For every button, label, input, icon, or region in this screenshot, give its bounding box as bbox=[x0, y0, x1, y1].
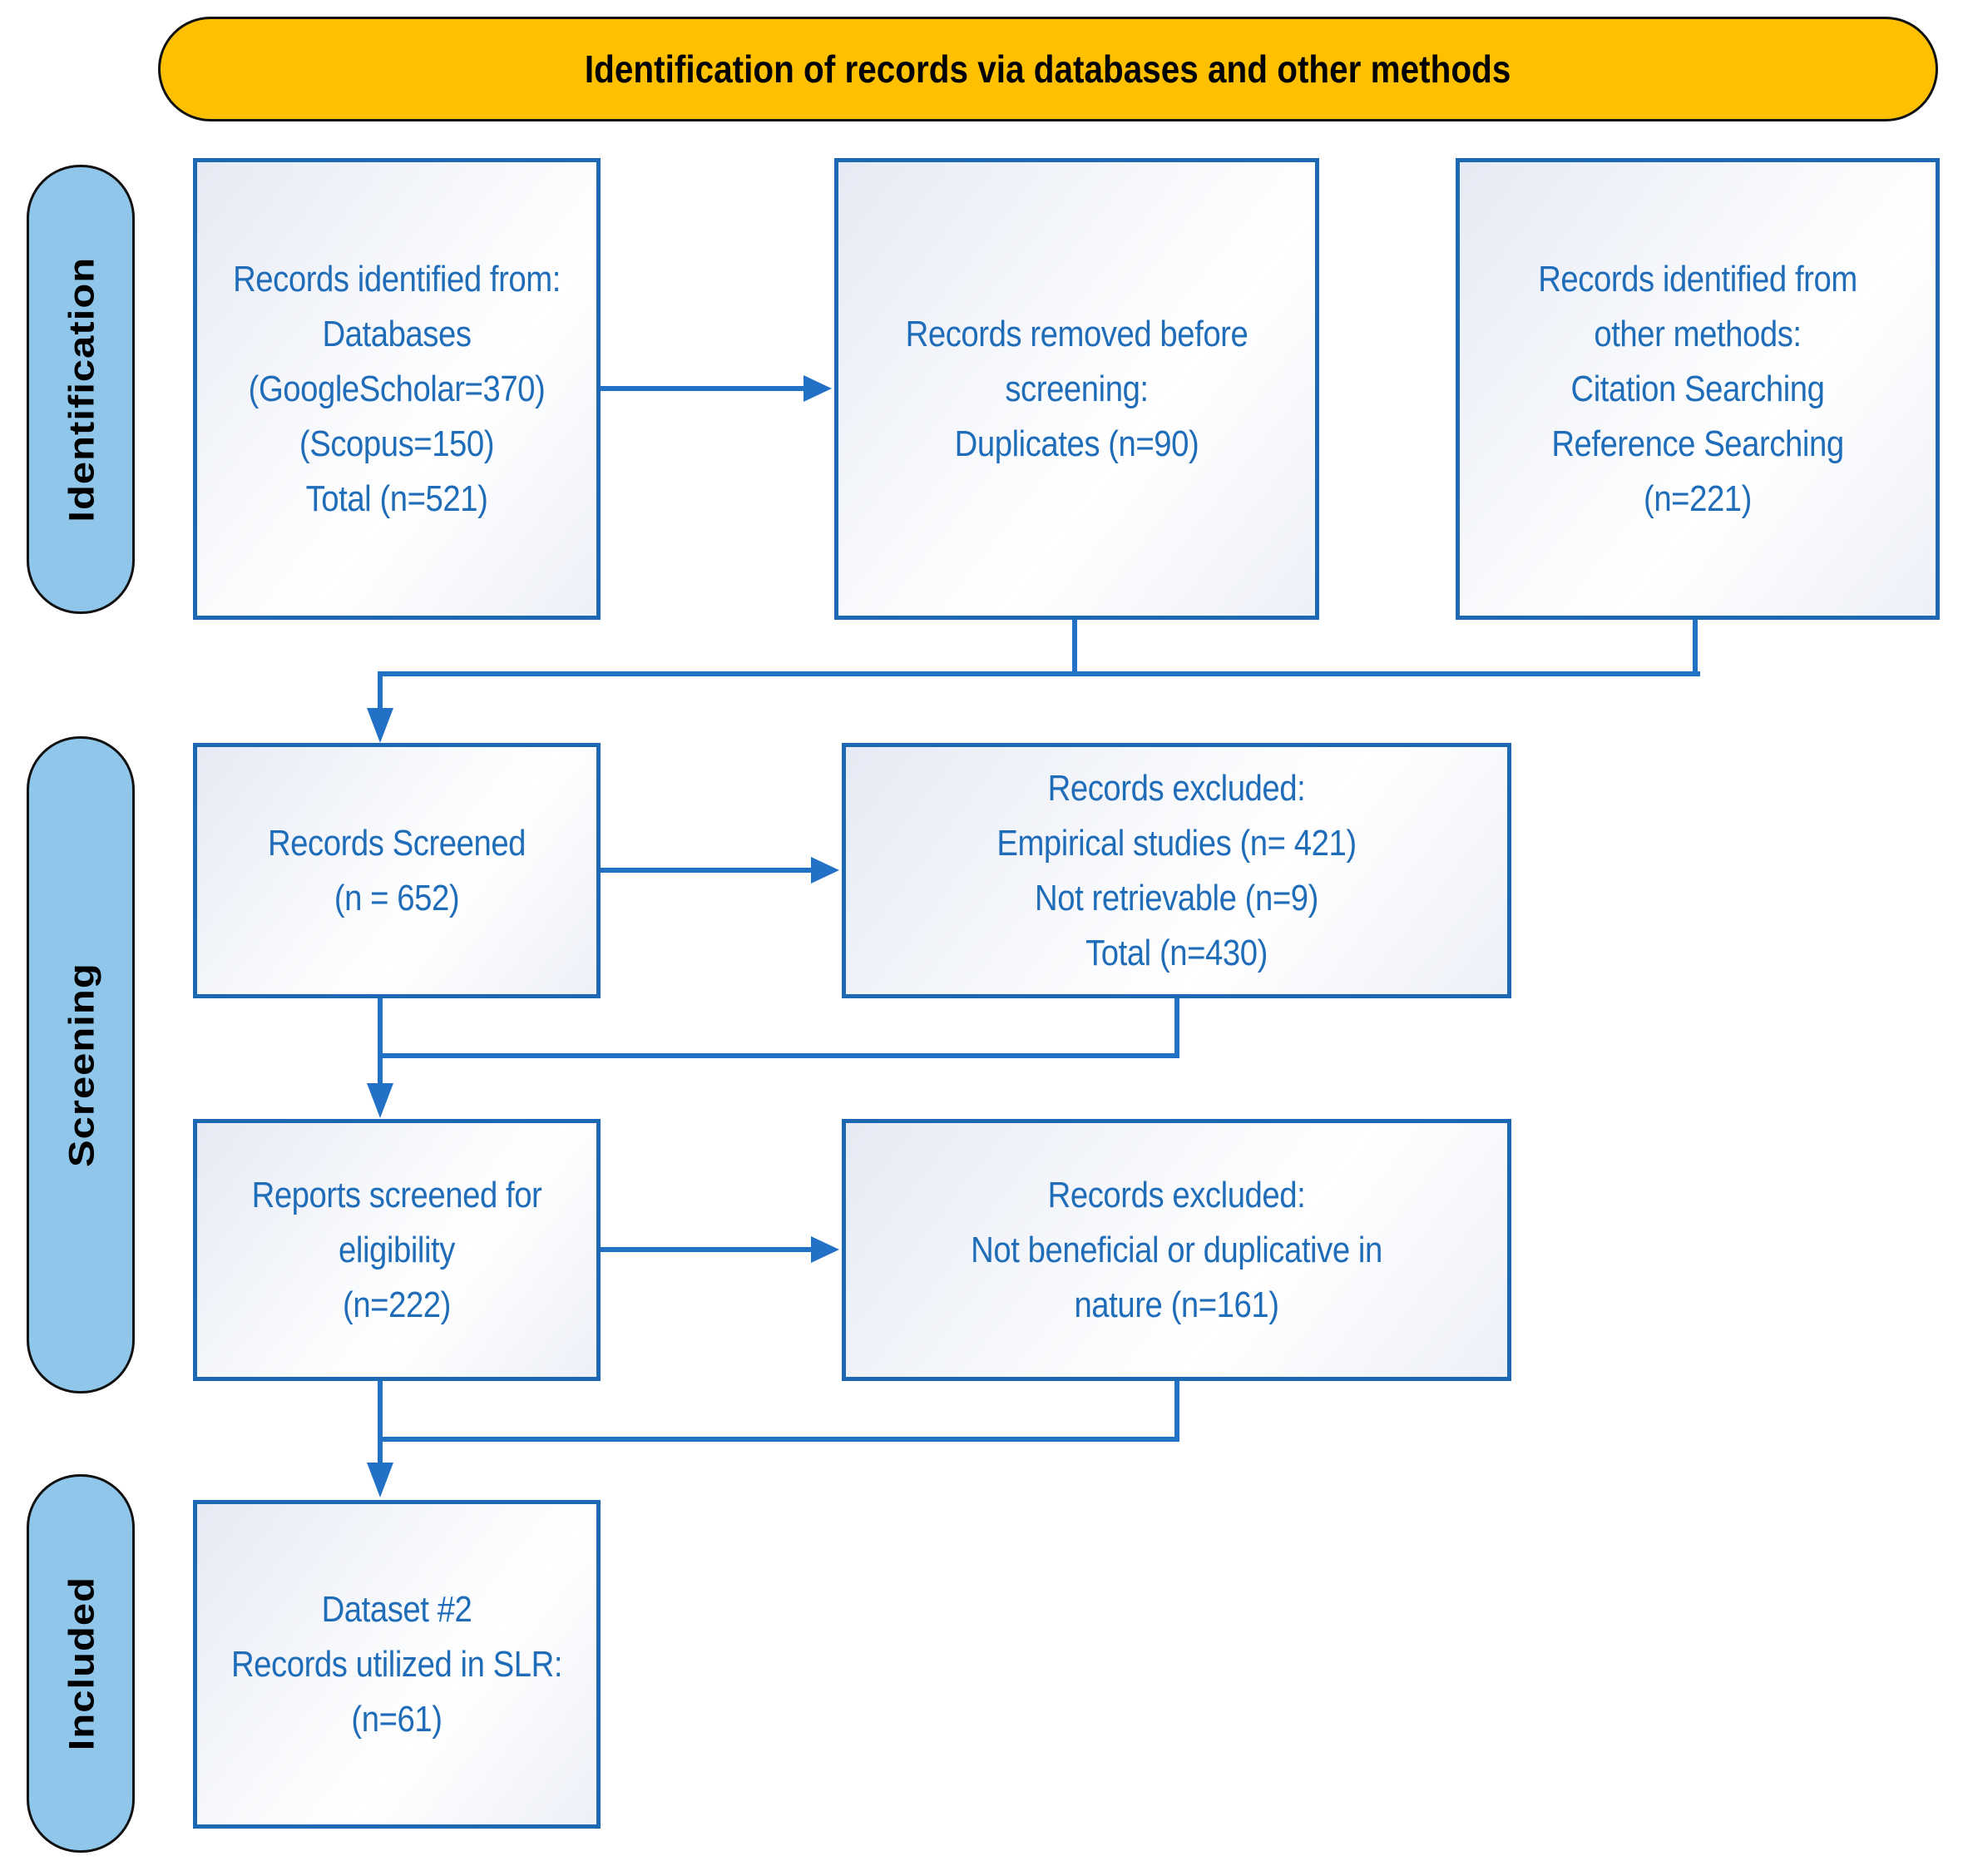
connector-excluded1-elbow-horizontal bbox=[380, 1053, 1177, 1058]
box-text: Reports screened for eligibility (n=222) bbox=[223, 1168, 571, 1333]
text-line: Reports screened for bbox=[251, 1174, 542, 1215]
stage-identification-label: Identification bbox=[61, 256, 101, 522]
connector-merge-to-screened-line bbox=[378, 671, 383, 710]
text-line: Not retrievable (n=9) bbox=[1035, 877, 1318, 918]
connector-excluded1-elbow-vertical bbox=[1174, 998, 1179, 1058]
text-line: Records identified from: bbox=[233, 258, 561, 299]
box-reports-screened-eligibility: Reports screened for eligibility (n=222) bbox=[193, 1119, 601, 1381]
connector-screened-to-excluded-line bbox=[601, 868, 813, 873]
text-line: Records identified from bbox=[1538, 258, 1857, 299]
text-line: Records Screened bbox=[267, 822, 527, 864]
box-dataset-included: Dataset #2 Records utilized in SLR: (n=6… bbox=[193, 1500, 601, 1829]
box-text: Records identified from other methods: C… bbox=[1491, 252, 1905, 527]
text-line: (GoogleScholar=370) bbox=[248, 368, 546, 409]
stage-screening: Screening bbox=[27, 736, 135, 1393]
box-records-identified-databases: Records identified from: Databases (Goog… bbox=[193, 158, 601, 620]
box-records-excluded-eligibility: Records excluded: Not beneficial or dupl… bbox=[842, 1119, 1511, 1381]
box-records-excluded-screening: Records excluded: Empirical studies (n= … bbox=[842, 743, 1511, 998]
text-line: screening: bbox=[1005, 368, 1149, 409]
box-records-screened: Records Screened (n = 652) bbox=[193, 743, 601, 998]
box-records-removed-before-screening: Records removed before screening: Duplic… bbox=[834, 158, 1319, 620]
stage-included-label: Included bbox=[61, 1576, 101, 1751]
connector-db-to-removed-arrowhead bbox=[803, 375, 832, 402]
connector-reports-to-excluded-arrowhead bbox=[811, 1236, 839, 1263]
text-line: Empirical studies (n= 421) bbox=[996, 822, 1357, 864]
text-line: Records excluded: bbox=[1047, 767, 1306, 809]
box-text: Records identified from: Databases (Goog… bbox=[223, 252, 571, 527]
connector-excluded2-elbow-vertical bbox=[1174, 1381, 1179, 1442]
connector-reports-to-dataset-arrowhead bbox=[367, 1463, 393, 1497]
stage-identification: Identification bbox=[27, 165, 135, 614]
text-line: Not beneficial or duplicative in bbox=[971, 1229, 1382, 1270]
connector-excluded2-elbow-horizontal bbox=[380, 1437, 1177, 1442]
text-line: (n=222) bbox=[343, 1284, 451, 1325]
text-line: Records excluded: bbox=[1047, 1174, 1306, 1215]
text-line: Databases bbox=[322, 313, 472, 354]
connector-removed-down-line bbox=[1072, 620, 1077, 675]
box-text: Records excluded: Empirical studies (n= … bbox=[889, 761, 1465, 981]
stage-screening-label: Screening bbox=[61, 963, 101, 1167]
box-text: Dataset #2 Records utilized in SLR: (n=6… bbox=[223, 1582, 571, 1747]
text-line: other methods: bbox=[1594, 313, 1802, 354]
connector-other-methods-down-line bbox=[1693, 620, 1698, 675]
text-line: (n=61) bbox=[351, 1698, 443, 1740]
connector-merge-horizontal-line bbox=[378, 671, 1700, 676]
connector-screened-to-excluded-arrowhead bbox=[811, 857, 839, 884]
banner-title: Identification of records via databases … bbox=[158, 17, 1938, 121]
text-line: Duplicates (n=90) bbox=[954, 423, 1199, 464]
box-text: Records excluded: Not beneficial or dupl… bbox=[889, 1168, 1465, 1333]
text-line: Dataset #2 bbox=[321, 1588, 472, 1630]
connector-merge-to-screened-arrowhead bbox=[367, 708, 393, 743]
banner-title-label: Identification of records via databases … bbox=[585, 47, 1511, 91]
connector-reports-to-excluded-line bbox=[601, 1247, 813, 1252]
text-line: Total (n=521) bbox=[305, 478, 488, 519]
connector-screened-to-reports-line bbox=[378, 998, 383, 1085]
text-line: Records utilized in SLR: bbox=[230, 1643, 563, 1685]
text-line: Total (n=430) bbox=[1085, 932, 1268, 973]
box-text: Records Screened (n = 652) bbox=[223, 816, 571, 926]
box-text: Records removed before screening: Duplic… bbox=[869, 307, 1284, 472]
stage-included: Included bbox=[27, 1474, 135, 1853]
text-line: Citation Searching bbox=[1570, 368, 1825, 409]
text-line: Records removed before bbox=[905, 313, 1249, 354]
box-records-identified-other-methods: Records identified from other methods: C… bbox=[1456, 158, 1940, 620]
text-line: (Scopus=150) bbox=[299, 423, 495, 464]
text-line: Reference Searching bbox=[1551, 423, 1844, 464]
connector-db-to-removed-line bbox=[601, 386, 807, 391]
connector-reports-to-dataset-line bbox=[378, 1381, 383, 1464]
text-line: (n=221) bbox=[1644, 478, 1752, 519]
text-line: (n = 652) bbox=[334, 877, 460, 918]
text-line: nature (n=161) bbox=[1074, 1284, 1279, 1325]
connector-screened-to-reports-arrowhead bbox=[367, 1083, 393, 1118]
text-line: eligibility bbox=[339, 1229, 455, 1270]
